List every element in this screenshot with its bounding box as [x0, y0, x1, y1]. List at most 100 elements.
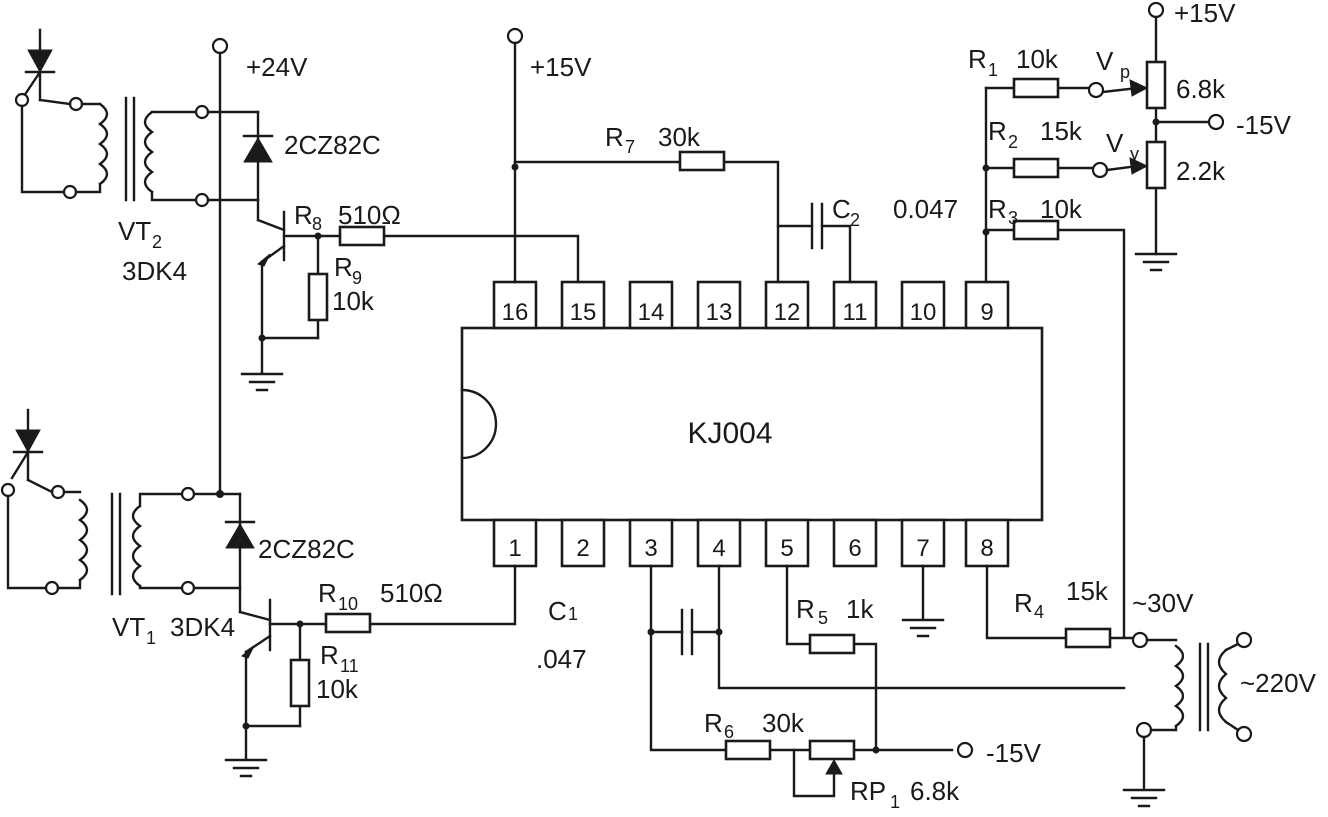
ground-icon: [240, 336, 284, 392]
thyristor-vt2-icon: [27, 49, 53, 74]
resistor-r4: [1064, 627, 1112, 649]
terminal: [1235, 631, 1253, 649]
pin-box-9: [964, 280, 1010, 330]
r8-ref: R: [294, 200, 313, 230]
resistor-r7: [678, 150, 726, 172]
resistor-r10: [324, 612, 372, 634]
pin-label-11: 11: [843, 299, 868, 326]
transistor-vt2-icon: [256, 218, 286, 264]
pin-label-7: 7: [916, 535, 929, 562]
sync-transformer-secondary: [1145, 638, 1185, 732]
wire: [26, 478, 54, 494]
pin-box-6: [832, 518, 878, 568]
resistor-r3: [1012, 219, 1060, 241]
upper-diode-label: 2CZ82C: [284, 130, 381, 160]
ic-name: KJ004: [687, 417, 772, 450]
vt1-ref: VT: [112, 612, 145, 642]
wire-rp1-wiper: [792, 748, 836, 798]
emitter-arrow: [256, 253, 271, 267]
r9-sub: 9: [352, 268, 362, 288]
terminal: [1091, 161, 1109, 179]
sync-transformer-primary: [1217, 648, 1228, 724]
r10-ref: R: [318, 578, 337, 608]
capacitor-c2: [810, 202, 824, 250]
transformer-core: [124, 96, 136, 202]
vneg15-right-label: -15V: [1236, 110, 1292, 140]
terminal: [180, 486, 196, 502]
terminal: [1235, 725, 1253, 743]
transformer-core: [110, 492, 122, 596]
r3-sub: 3: [1008, 208, 1018, 228]
terminal: [180, 580, 196, 596]
vt2-sub: 2: [152, 232, 162, 252]
vy-ref: V: [1106, 128, 1124, 158]
pin-label-6: 6: [848, 535, 861, 562]
pin-label-16: 16: [502, 299, 529, 326]
r9-value: 10k: [332, 286, 375, 316]
r9-ref: R: [334, 252, 353, 282]
vneg15-bottom-terminal: [956, 741, 974, 759]
wire: [38, 98, 72, 106]
transformer-core: [1198, 642, 1210, 732]
r1-sub: 1: [988, 60, 998, 80]
pulse-transformer-secondary: [131, 492, 184, 590]
pin-label-9: 9: [980, 299, 993, 326]
ic-kj004: KJ004: [460, 326, 1044, 522]
wire-r5: [785, 564, 878, 752]
wire: [192, 492, 242, 590]
junction-dot: [715, 628, 723, 636]
wire: [206, 110, 260, 202]
vt2-type: 3DK4: [122, 256, 187, 286]
rp1-value: 6.8k: [910, 776, 960, 806]
ground-icon: [224, 724, 268, 778]
pin-label-15: 15: [570, 299, 597, 326]
r5-sub: 5: [818, 608, 828, 628]
ground-icon: [901, 564, 945, 638]
diode-icon: [243, 137, 273, 163]
wiper-arrow: [1129, 79, 1149, 97]
wire-r4: [985, 564, 1134, 640]
pin-label-14: 14: [638, 299, 665, 326]
r1-ref: R: [968, 44, 987, 74]
resistor-r6: [724, 739, 772, 761]
r11-ref: R: [320, 640, 339, 670]
r6-sub: 6: [724, 722, 734, 742]
c2-ref: C: [832, 194, 851, 224]
pin-label-8: 8: [980, 535, 993, 562]
thyristor-gate: [10, 450, 30, 480]
pin-box-5: [764, 518, 810, 568]
vp-sub: p: [1120, 62, 1130, 82]
pin-box-2: [560, 518, 606, 568]
c2-sub: 2: [850, 210, 860, 230]
vy-sub: y: [1130, 144, 1139, 164]
resistor-r1: [1012, 77, 1060, 99]
r4-sub: 4: [1034, 602, 1044, 622]
r7-value: 30k: [658, 122, 701, 152]
pin-label-5: 5: [780, 535, 793, 562]
pin-box-14: [628, 280, 674, 330]
r8-sub: 8: [312, 214, 322, 234]
pulse-transformer-secondary: [143, 110, 198, 202]
r10-value: 510Ω: [380, 578, 443, 608]
resistor-r8: [338, 225, 386, 247]
terminal: [50, 484, 66, 500]
wire: [1224, 642, 1240, 732]
pin-label-4: 4: [712, 535, 725, 562]
r10-sub: 10: [338, 594, 358, 614]
pin-box-13: [696, 280, 742, 330]
ground-icon: [1134, 252, 1178, 272]
vneg15-right-terminal: [1207, 113, 1225, 131]
junction-dot: [511, 163, 519, 171]
vp-ref: V: [1096, 46, 1114, 76]
wire-pot-chain: [1154, 15, 1210, 256]
terminal: [1087, 81, 1105, 99]
terminal: [62, 184, 78, 200]
terminal: [14, 92, 30, 108]
wire-c2: [776, 224, 852, 284]
v15-top-terminal: [1147, 1, 1165, 19]
junction-dot: [982, 164, 990, 172]
ac30-label: ~30V: [1132, 588, 1194, 618]
rp1-ref: RP: [850, 776, 886, 806]
transistor-vt1-icon: [238, 610, 272, 654]
wire-primary: [20, 104, 66, 194]
